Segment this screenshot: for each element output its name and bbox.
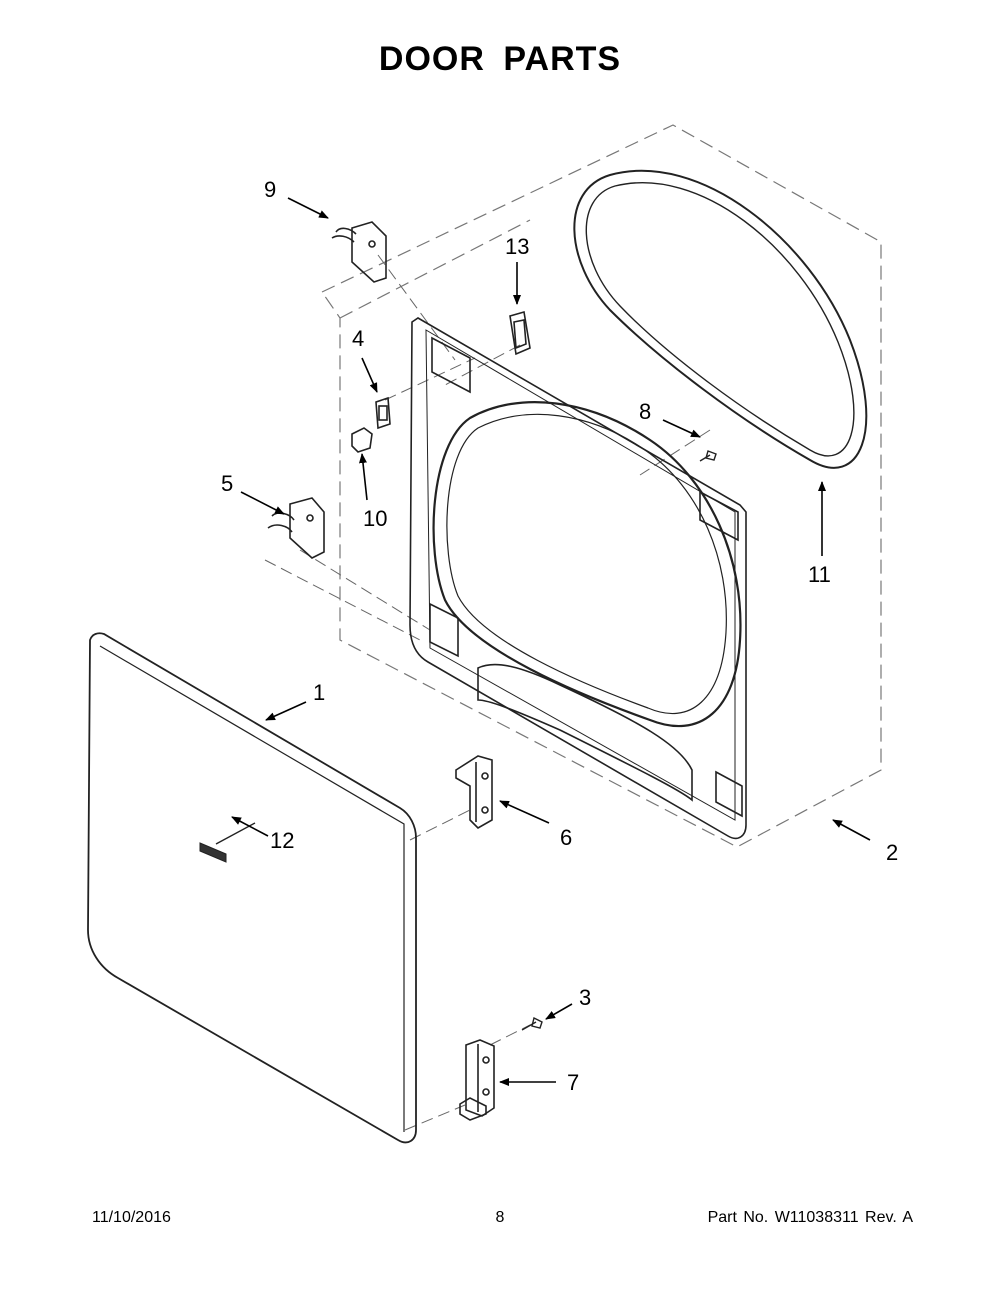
leader-arrows <box>231 197 871 1086</box>
front-panel-part-2 <box>409 317 747 840</box>
latch-plate-part-9 <box>331 221 387 283</box>
callout-4: 4 <box>352 326 364 351</box>
callout-10: 10 <box>363 506 387 531</box>
alignment-lines <box>264 254 711 1131</box>
callout-12: 12 <box>270 828 294 853</box>
assembly-dashed-outline <box>321 124 882 848</box>
callout-2: 2 <box>886 840 898 865</box>
hinge-part-7 <box>459 1039 495 1121</box>
badge-part-12 <box>199 822 256 863</box>
catch-part-10 <box>351 427 373 453</box>
callout-3: 3 <box>579 985 591 1010</box>
gasket-part-11 <box>573 169 868 469</box>
callout-13: 13 <box>505 234 529 259</box>
footer-page-number: 8 <box>495 1209 505 1226</box>
callout-7: 7 <box>567 1070 579 1095</box>
callout-5: 5 <box>221 471 233 496</box>
callout-9: 9 <box>264 177 276 202</box>
latch-plate-part-5 <box>267 497 325 559</box>
page-title: DOOR PARTS <box>378 40 622 78</box>
callout-11: 11 <box>808 562 831 587</box>
screw-part-3 <box>521 1016 543 1031</box>
footer-date: 11/10/2016 <box>92 1209 171 1226</box>
strike-part-4 <box>375 396 391 430</box>
callout-1: 1 <box>313 680 325 705</box>
callout-8: 8 <box>639 399 651 424</box>
hinge-part-6 <box>455 755 493 829</box>
callout-6: 6 <box>560 825 572 850</box>
callout-labels: 9 13 4 10 5 8 11 1 12 6 2 3 7 <box>221 177 898 1095</box>
door-part-1 <box>87 632 417 1144</box>
footer-part-number: Part No. W11038311 Rev. A <box>707 1209 913 1226</box>
screw-part-8 <box>699 450 717 462</box>
strike-part-13 <box>509 310 531 356</box>
